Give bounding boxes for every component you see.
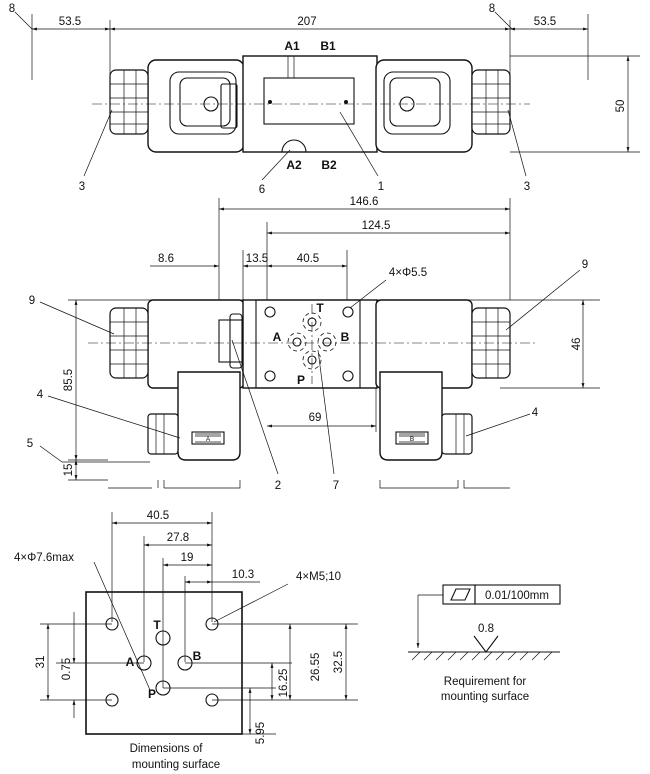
dim-top-height: 50: [615, 100, 627, 113]
plug-label-a: A: [206, 436, 211, 443]
mount-dim-32-5: 32.5: [333, 651, 345, 673]
mount-dim-10-3: 10.3: [232, 569, 254, 581]
mount-port-t: T: [153, 618, 161, 632]
callout-3-right: 3: [524, 181, 530, 193]
dim-front-124-5: 124.5: [362, 220, 391, 232]
mount-dim-5-95: 5.95: [255, 722, 267, 744]
mount-dim-26-55: 26.55: [310, 653, 322, 682]
dim-front-hole-dia: 4×Φ5.5: [389, 267, 427, 279]
mount-dim-40-5: 40.5: [147, 510, 169, 522]
mount-dim-19: 19: [181, 552, 194, 564]
callout-1: 1: [378, 181, 384, 193]
dim-front-15: 15: [63, 464, 75, 477]
callout-7: 7: [333, 480, 339, 492]
front-view: 146.6 124.5 8.6 13.5 40.5 4×Φ5.5 46 85.5…: [27, 196, 600, 492]
callout-4-left: 4: [37, 389, 44, 401]
dim-front-height-46: 46: [571, 338, 583, 351]
front-port-p: P: [297, 373, 305, 387]
roughness-value: 0.8: [478, 623, 494, 635]
port-label-b2: B2: [321, 158, 337, 172]
dim-top-right-gap: 8: [489, 3, 495, 15]
mount-dim-0-75: 0.75: [61, 658, 73, 680]
dim-front-69: 69: [309, 412, 322, 424]
mount-port-p: P: [148, 687, 156, 701]
mounting-surface-view: 40.5 27.8 19 10.3 31 0.75 16.25 26.55 32…: [14, 510, 358, 771]
mount-dim-16-25: 16.25: [278, 669, 290, 698]
mount-port-holes-note: 4×Φ7.6max: [14, 552, 74, 564]
dim-top-right-solenoid: 53.5: [534, 16, 556, 28]
callout-9-right: 9: [582, 259, 588, 271]
dim-top-left-gap: 8: [9, 3, 15, 15]
mount-caption-line2: mounting surface: [132, 759, 220, 771]
callout-9-left: 9: [29, 295, 35, 307]
port-label-a2: A2: [286, 158, 302, 172]
dim-front-13-5: 13.5: [246, 253, 268, 265]
callout-3-left: 3: [79, 181, 85, 193]
flatness-tolerance: 0.01/100mm: [485, 590, 549, 602]
front-port-a: A: [273, 330, 282, 344]
mount-caption-line1: Dimensions of: [130, 743, 204, 755]
mount-dim-27-8: 27.8: [167, 532, 189, 544]
mount-dim-31: 31: [35, 656, 47, 669]
dim-front-40-5: 40.5: [297, 253, 319, 265]
dim-front-8-6: 8.6: [158, 253, 174, 265]
plug-label-b: B: [410, 436, 414, 443]
dim-top-left-solenoid: 53.5: [59, 16, 81, 28]
mount-port-a: A: [126, 655, 135, 669]
callout-2: 2: [275, 480, 281, 492]
dim-front-85-5: 85.5: [63, 369, 75, 391]
callout-4-right: 4: [532, 407, 539, 419]
surface-caption-line2: mounting surface: [441, 691, 529, 703]
port-label-a1: A1: [284, 39, 300, 53]
surface-caption-line1: Requirement for: [444, 676, 527, 688]
top-view: 8 53.5 207 8 53.5 50: [9, 3, 640, 196]
port-label-b1: B1: [320, 39, 336, 53]
mount-port-b: B: [193, 649, 202, 663]
dim-top-overall: 207: [297, 16, 316, 28]
callout-6: 6: [259, 184, 265, 196]
mount-screw-holes-note: 4×M5;10: [296, 571, 341, 583]
dim-front-146-6: 146.6: [350, 196, 379, 208]
surface-requirement: 0.01/100mm 0.8 Requirement for mounting …: [408, 584, 561, 703]
front-port-t: T: [316, 301, 324, 315]
callout-5: 5: [27, 438, 33, 450]
front-port-b: B: [341, 330, 350, 344]
